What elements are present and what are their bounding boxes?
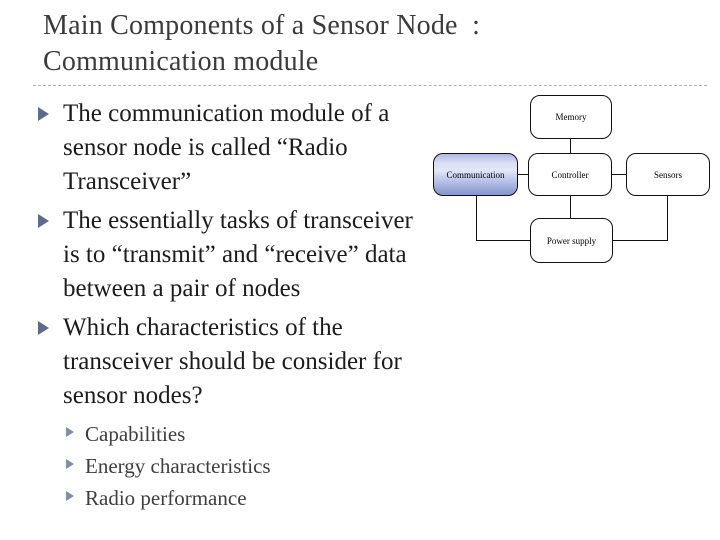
connector-memory-controller bbox=[570, 139, 571, 153]
node-label: Power supply bbox=[546, 235, 597, 246]
connector-communication-power-horizontal bbox=[476, 240, 530, 241]
bullet-item: The communication module of a sensor nod… bbox=[36, 97, 476, 199]
slide-title: Main Components of a Sensor Node : Commu… bbox=[43, 8, 683, 80]
bullet-text-line: The communication module of a bbox=[63, 100, 390, 127]
arrow-bullet-icon bbox=[38, 214, 49, 228]
arrow-bullet-icon bbox=[38, 321, 49, 335]
bullet-list: The communication module of a sensor nod… bbox=[36, 97, 476, 514]
bullet-text-line: The essentially tasks of transceiver bbox=[63, 207, 413, 234]
arrow-bullet-icon bbox=[38, 107, 49, 121]
title-divider bbox=[33, 85, 707, 86]
slide-title-line-2: Communication module bbox=[43, 46, 319, 77]
sub-bullet-text: Energy characteristics bbox=[85, 454, 271, 478]
sub-bullet-item: Radio performance bbox=[66, 482, 476, 514]
sensor-node-diagram: Memory Communication Controller Sensors … bbox=[433, 95, 711, 264]
bullet-text-line: transceiver should be consider for bbox=[63, 348, 402, 375]
sub-bullet-text: Radio performance bbox=[85, 486, 247, 510]
diagram-node-memory: Memory bbox=[530, 95, 612, 139]
connector-communication-power-vertical bbox=[476, 196, 477, 240]
node-label: Memory bbox=[555, 112, 587, 122]
arrow-bullet-icon bbox=[66, 491, 74, 501]
node-label: Controller bbox=[551, 169, 589, 180]
arrow-bullet-icon bbox=[66, 427, 74, 437]
diagram-node-sensors: Sensors bbox=[626, 153, 710, 196]
bullet-text-line: sensor node is called “Radio bbox=[63, 134, 348, 161]
connector-sensors-power-horizontal bbox=[613, 240, 668, 241]
diagram-node-controller: Controller bbox=[528, 153, 612, 196]
slide-title-line-1: Main Components of a Sensor Node : bbox=[43, 10, 481, 41]
bullet-text-line: between a pair of nodes bbox=[63, 275, 301, 302]
arrow-bullet-icon bbox=[66, 459, 74, 469]
connector-sensors-power-vertical bbox=[667, 196, 668, 240]
connector-controller-power bbox=[570, 196, 571, 218]
connector-communication-controller bbox=[518, 174, 528, 175]
node-label: Sensors bbox=[653, 169, 682, 180]
bullet-text-line: sensor nodes? bbox=[63, 382, 203, 409]
sub-bullet-list: Capabilities Energy characteristics Radi… bbox=[36, 418, 476, 514]
bullet-text-line: is to “transmit” and “receive” data bbox=[63, 241, 407, 268]
connector-controller-sensors bbox=[612, 174, 626, 175]
sub-bullet-text: Capabilities bbox=[85, 422, 186, 446]
diagram-node-communication: Communication bbox=[433, 153, 518, 196]
bullet-text-line: Which characteristics of the bbox=[63, 314, 343, 341]
bullet-item: The essentially tasks of transceiver is … bbox=[36, 204, 476, 306]
sub-bullet-item: Energy characteristics bbox=[66, 450, 476, 482]
bullet-item: Which characteristics of the transceiver… bbox=[36, 311, 476, 413]
node-label: Communication bbox=[446, 169, 505, 180]
bullet-text-line: Transceiver” bbox=[63, 168, 192, 195]
sub-bullet-item: Capabilities bbox=[66, 418, 476, 450]
diagram-node-power-supply: Power supply bbox=[530, 218, 613, 263]
